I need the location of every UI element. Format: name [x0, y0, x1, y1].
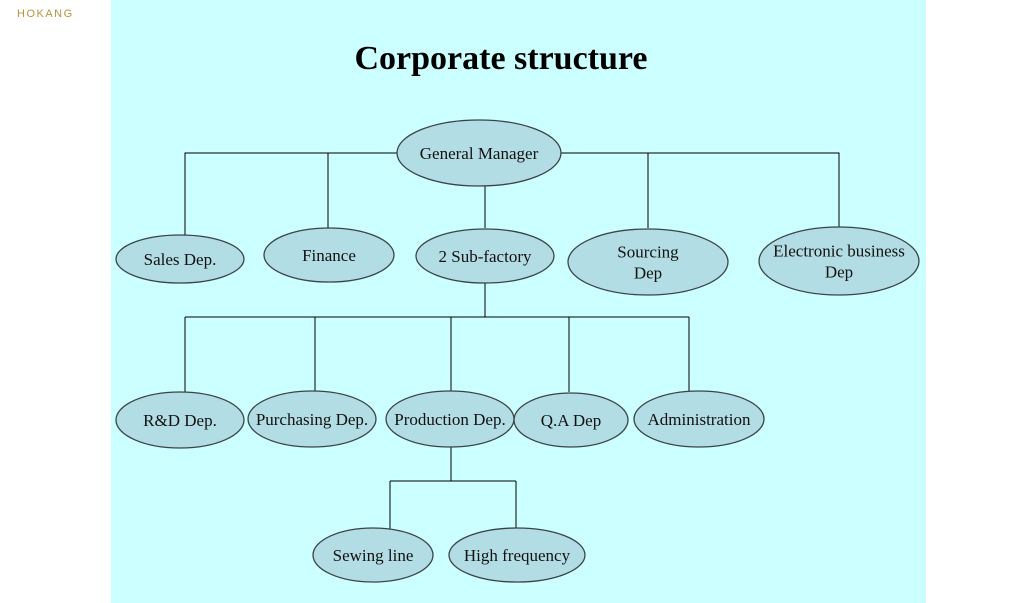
- node-finance: Finance: [263, 227, 395, 283]
- node-administration: Administration: [633, 390, 765, 448]
- node-sub-factory: 2 Sub-factory: [415, 228, 555, 284]
- connector-gm-electronic: [561, 152, 840, 228]
- node-general-manager: General Manager: [396, 119, 562, 187]
- node-label: Administration: [648, 410, 751, 429]
- node-label: R&D Dep.: [143, 411, 217, 430]
- node-production-dep: Production Dep.: [385, 390, 515, 448]
- node-sales-dep: Sales Dep.: [115, 234, 245, 284]
- connector-gm-sales: [184, 152, 398, 236]
- node-label: Dep: [825, 263, 853, 282]
- node-label: Purchasing Dep.: [256, 410, 368, 429]
- node-label: Sewing line: [333, 546, 414, 565]
- node-rnd-dep: R&D Dep.: [115, 391, 245, 449]
- node-label: Production Dep.: [394, 410, 505, 429]
- node-sewing-line: Sewing line: [312, 527, 434, 583]
- page-title: Corporate structure: [354, 40, 648, 77]
- node-label: Dep: [634, 264, 662, 283]
- node-label: Finance: [302, 246, 356, 265]
- node-high-frequency: High frequency: [448, 527, 586, 583]
- node-label: General Manager: [420, 144, 539, 163]
- node-label: High frequency: [464, 546, 571, 565]
- connectors: [184, 152, 840, 532]
- node-purchasing-dep: Purchasing Dep.: [247, 390, 377, 448]
- node-label: Electronic business: [773, 242, 905, 261]
- node-label: Q.A Dep: [541, 411, 601, 430]
- slide-panel: [111, 0, 926, 603]
- node-qa-dep: Q.A Dep: [513, 392, 629, 448]
- node-label: 2 Sub-factory: [438, 247, 532, 266]
- brand-logo-text: HOKANG: [17, 8, 74, 20]
- node-label: Sales Dep.: [144, 250, 217, 269]
- node-label: Sourcing: [617, 243, 679, 262]
